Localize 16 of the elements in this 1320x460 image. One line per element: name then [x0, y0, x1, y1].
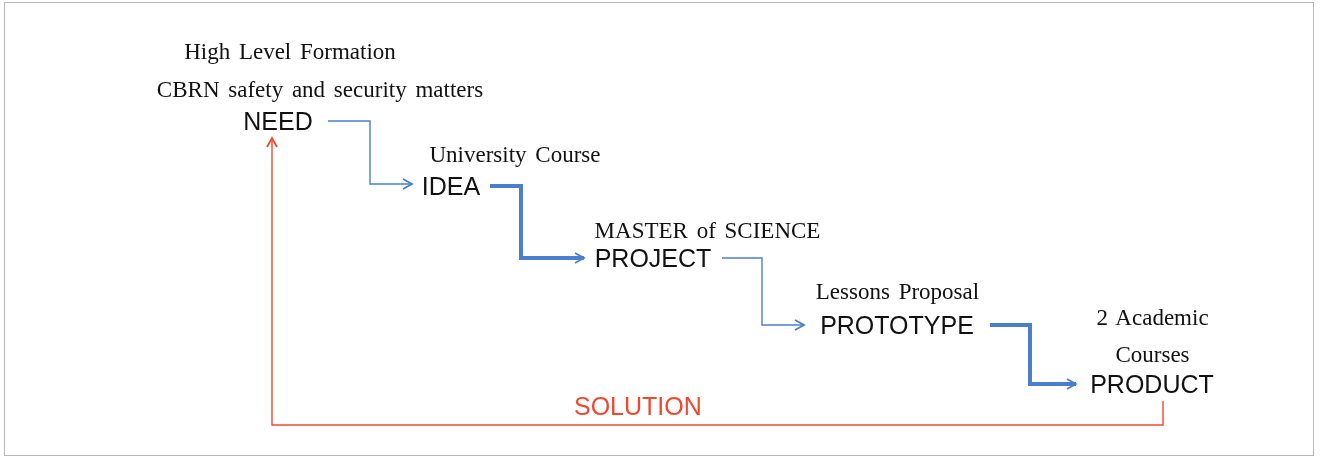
stage-label: PROTOTYPE [806, 310, 988, 340]
stage-caption: 2 Academic Courses [1095, 304, 1210, 369]
stage-caption: MASTER of SCIENCE [593, 217, 822, 245]
stage-label: PROJECT [586, 243, 720, 273]
arrow [266, 137, 1164, 426]
stage-caption: High Level Formation [183, 38, 397, 66]
stage-caption: CBRN safety and security matters [155, 76, 485, 104]
stage-label: IDEA [414, 171, 488, 201]
arrow [490, 184, 585, 264]
stage-caption: Lessons Proposal [814, 278, 981, 306]
arrow [721, 257, 805, 331]
stage-label: NEED [230, 106, 326, 136]
stage-caption: University Course [428, 141, 602, 169]
stage-label: PRODUCT [1078, 369, 1226, 399]
arrow [327, 120, 413, 190]
arrow [990, 323, 1077, 390]
